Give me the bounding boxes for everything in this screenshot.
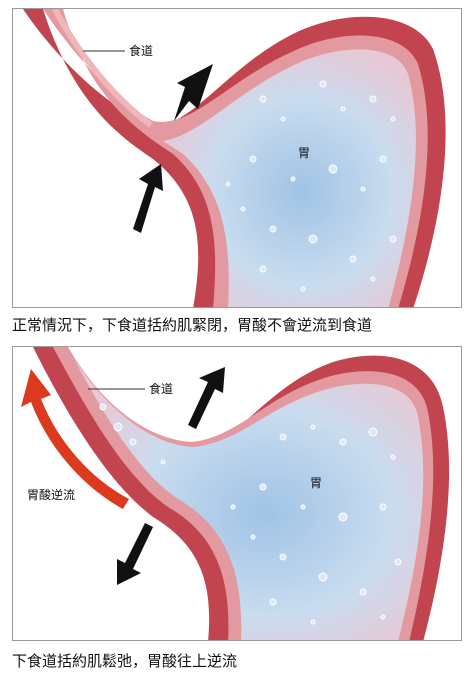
esophagus-lumen: [52, 9, 153, 128]
stomach-cavity: [163, 49, 416, 307]
acid-bubbles: [225, 80, 397, 292]
stomach-closed-illustration: 食道 胃: [23, 9, 446, 307]
reflux-label: 胃酸逆流: [27, 487, 75, 502]
arrow-down-left: [117, 523, 153, 585]
arrow-up-right: [133, 164, 163, 233]
stomach-label: 胃: [298, 146, 310, 160]
relaxing-arrows: [117, 367, 225, 585]
normal-state-diagram: 食道 胃: [12, 8, 462, 308]
reflux-arrow: [21, 369, 129, 509]
acid-bubbles: [99, 403, 402, 625]
closing-arrows: [133, 64, 213, 233]
normal-caption: 正常情況下，下食道括約肌緊閉，胃酸不會逆流到食道: [12, 316, 373, 334]
esophagus-label: 食道: [129, 43, 153, 58]
reflux-caption: 下食道括約肌鬆弛，胃酸往上逆流: [12, 652, 238, 670]
arrow-down-left: [174, 64, 213, 121]
reflux-state-diagram: 食道 胃 胃酸逆流: [12, 346, 462, 641]
arrow-up-right: [188, 367, 225, 429]
stomach-label: 胃: [310, 476, 322, 490]
stomach-reflux-illustration: 食道 胃 胃酸逆流: [21, 347, 450, 640]
stomach-cavity: [73, 357, 424, 640]
esophagus-label: 食道: [149, 381, 173, 396]
